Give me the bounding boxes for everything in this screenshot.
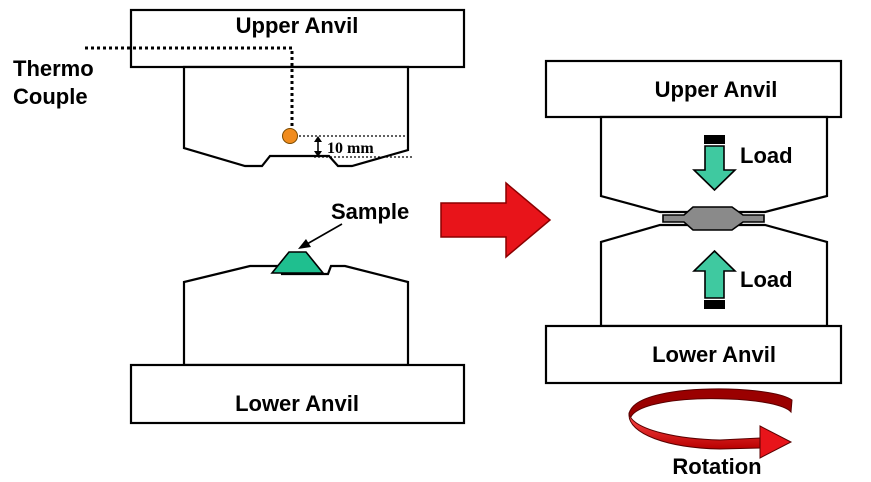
rotation-arrow-front-band <box>628 412 761 450</box>
rotation-arrow-back-band <box>628 388 793 421</box>
thermocouple-tip <box>282 128 298 144</box>
thermocouple-label-line2: Couple <box>13 84 88 109</box>
right-upper-anvil: Upper Anvil <box>544 59 843 214</box>
right-lower-anvil: Lower Anvil <box>544 223 843 385</box>
left-lower-anvil: Lower Anvil <box>129 251 466 425</box>
left-lower-anvil-die <box>182 264 410 367</box>
right-upper-anvil-label: Upper Anvil <box>655 77 778 102</box>
left-lower-anvil-label: Lower Anvil <box>235 391 359 416</box>
sample-callout: Sample <box>298 199 409 249</box>
left-upper-anvil-die <box>182 65 410 168</box>
sample-pointer-arrowhead <box>298 239 311 249</box>
right-upper-anvil-block <box>544 59 843 119</box>
sample-pointer-line <box>306 223 343 245</box>
rotation-arrow: Rotation <box>628 388 793 479</box>
left-upper-anvil-block <box>129 8 466 69</box>
left-lower-anvil-block <box>129 363 466 425</box>
rotation-label: Rotation <box>672 454 761 479</box>
rotation-arrowhead <box>759 425 793 459</box>
load-arrow-up-cap <box>704 300 725 309</box>
load-arrow-down-body <box>692 145 737 192</box>
load-label-top: Load <box>740 143 793 168</box>
distance-label: 10 mm <box>327 140 374 157</box>
dimension-arrowhead-down <box>314 151 322 157</box>
load-arrow-up: Load <box>692 249 793 309</box>
distance-dimension: 10 mm <box>299 135 412 158</box>
left-upper-anvil-label: Upper Anvil <box>236 13 359 38</box>
sample-label: Sample <box>331 199 409 224</box>
sample-disk <box>270 251 325 274</box>
compressed-sample <box>662 206 765 231</box>
right-lower-anvil-block <box>544 324 843 385</box>
right-lower-anvil-label: Lower Anvil <box>652 342 776 367</box>
dimension-arrowhead-up <box>314 136 322 142</box>
process-arrow <box>440 181 552 259</box>
thermocouple-wire <box>85 46 294 134</box>
left-upper-anvil: Upper Anvil <box>129 8 466 168</box>
load-arrow-down: Load <box>692 135 793 192</box>
load-arrow-down-cap <box>704 135 725 144</box>
load-arrow-up-body <box>692 249 737 299</box>
thermocouple-label-line1: Thermo <box>13 56 94 81</box>
thermocouple: Thermo Couple <box>13 46 298 144</box>
load-label-bottom: Load <box>740 267 793 292</box>
